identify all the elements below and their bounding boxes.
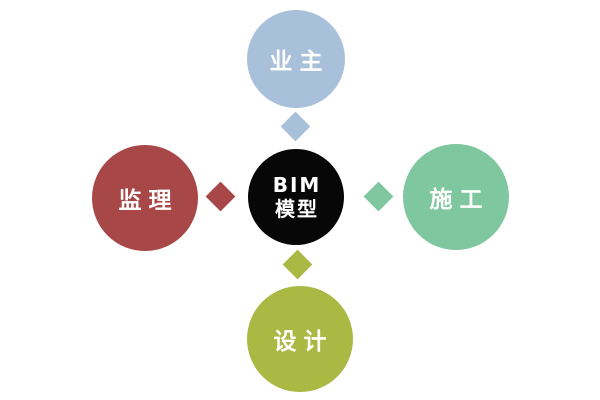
node-bim-model-circle: BIM 模型 <box>248 149 344 245</box>
node-bim-model-label-line1: BIM <box>272 173 322 197</box>
node-bim-model-label: BIM 模型 <box>271 173 322 221</box>
node-design-circle: 设计 <box>247 286 353 392</box>
connector-diamond-top <box>280 111 311 142</box>
node-owner-label: 业主 <box>269 49 330 75</box>
connector-diamond-left <box>205 181 236 212</box>
node-design-label: 设计 <box>273 329 334 355</box>
connector-diamond-right <box>363 181 394 212</box>
node-construction-circle: 施工 <box>403 144 509 250</box>
node-bim-model-label-line2: 模型 <box>275 197 319 221</box>
connector-diamond-bottom <box>282 249 313 280</box>
node-construction-label: 施工 <box>429 187 490 213</box>
node-supervision-label: 监理 <box>118 188 179 214</box>
node-supervision-circle: 监理 <box>92 145 198 251</box>
node-owner-circle: 业主 <box>247 10 345 108</box>
